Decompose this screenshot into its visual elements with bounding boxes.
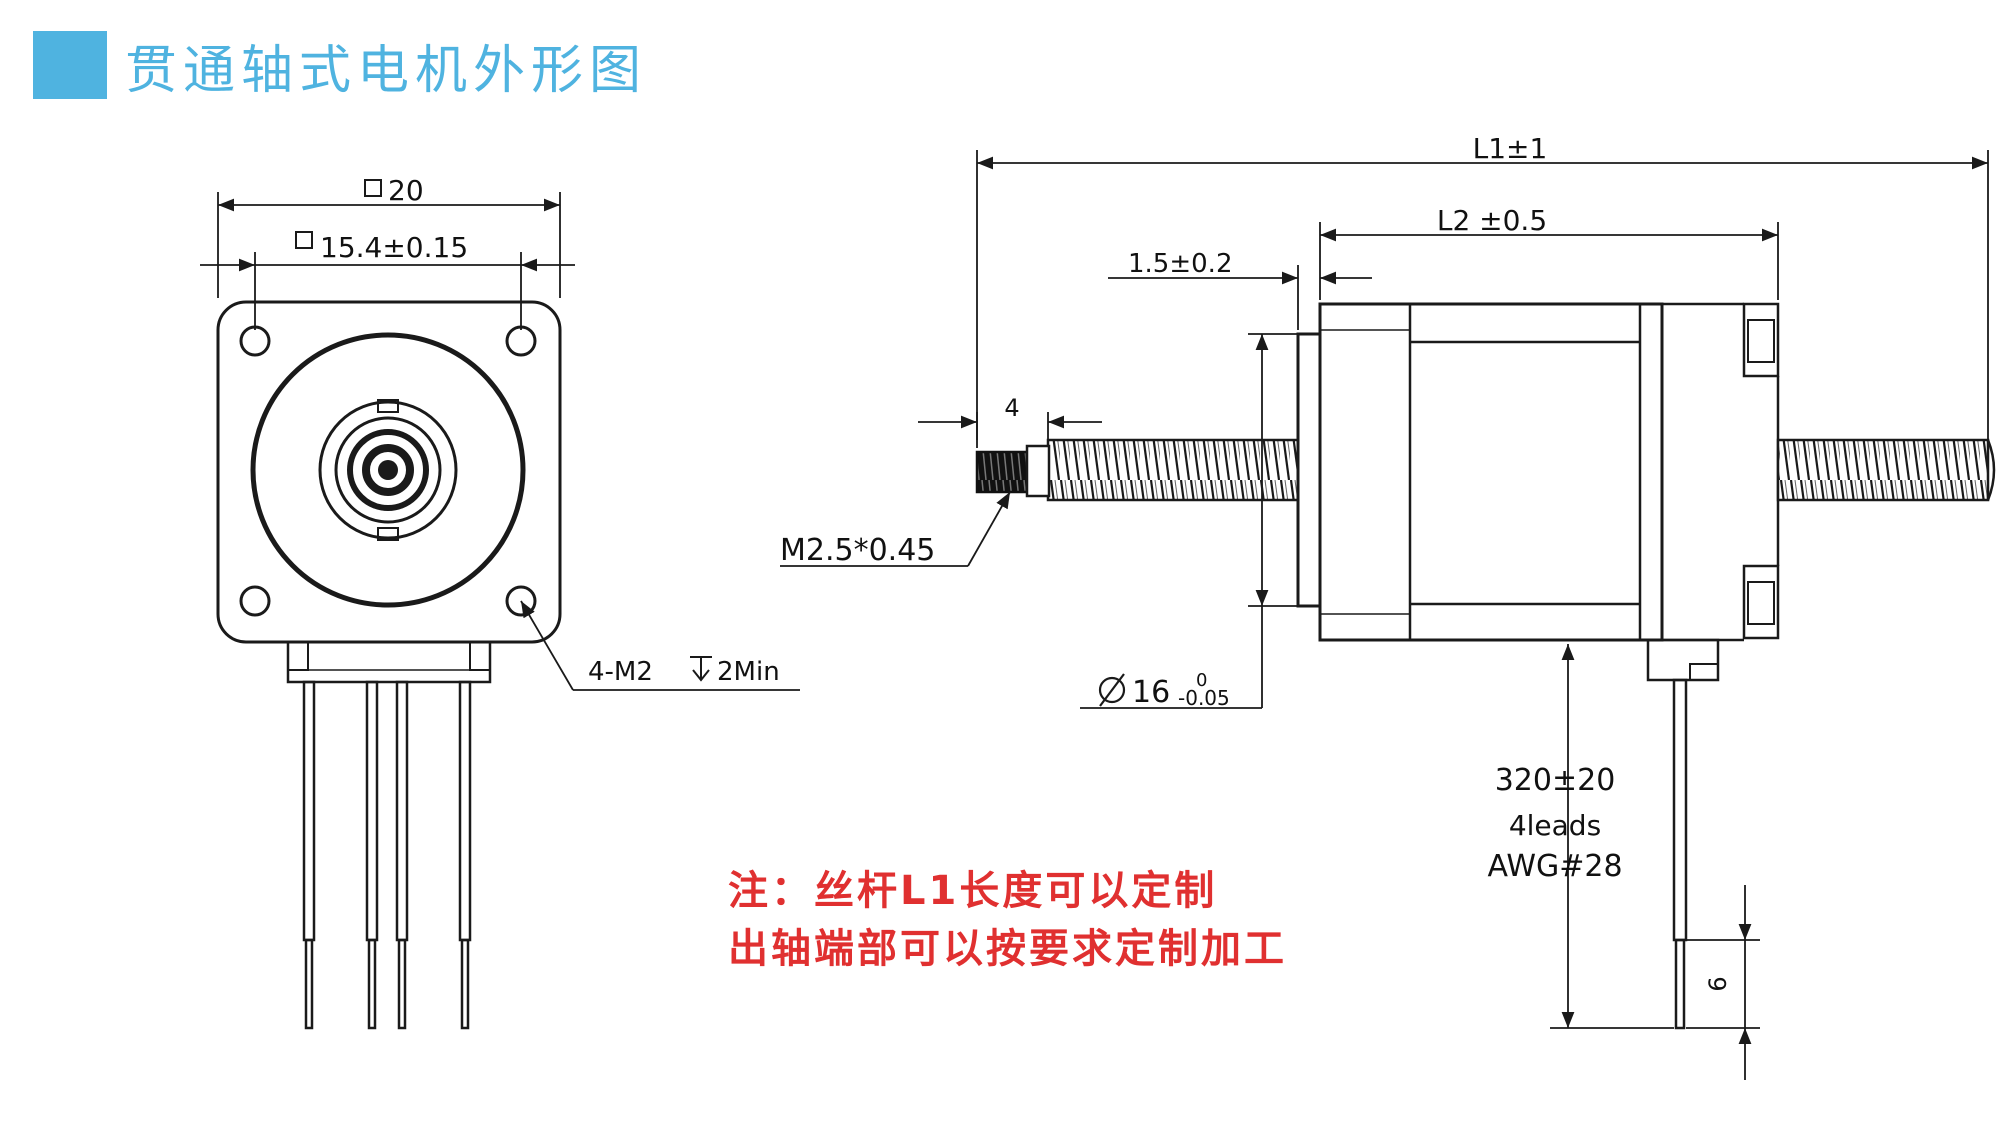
hub-ring-2	[347, 429, 429, 511]
front-leads	[302, 680, 472, 1030]
shaft-thread-left	[1046, 438, 1300, 502]
shaft-tip-thread	[975, 450, 1029, 494]
side-dimensions	[780, 150, 1989, 1080]
dim-strip-length: 6	[1704, 976, 1732, 991]
dim-hole-depth: 2Min	[717, 657, 780, 687]
square-symbol-2	[295, 231, 313, 249]
diameter-symbol-icon	[1098, 673, 1126, 707]
dim-mount-holes: 4-M2	[588, 657, 653, 687]
shaft-bore	[362, 444, 414, 496]
note-line-2: 出轴端部可以按要求定制加工	[728, 926, 1287, 972]
rear-screw-top	[1742, 302, 1780, 378]
wire-gauge: AWG#28	[1487, 849, 1622, 884]
mount-hole-tl	[239, 325, 271, 357]
dim-pilot-diameter: 16	[1132, 675, 1170, 710]
connector-block	[286, 640, 492, 684]
page-header: 贯通轴式电机外形图	[33, 30, 648, 101]
front-view	[216, 300, 562, 1030]
side-lead	[1672, 678, 1688, 942]
shaft-core	[378, 460, 398, 480]
motor-body-circle	[250, 332, 526, 608]
hub-outer	[318, 400, 458, 540]
dim-hole-spacing: 15.4±0.15	[320, 231, 468, 264]
depth-symbol-icon	[690, 656, 712, 682]
shaft-thread-right	[1776, 438, 1990, 502]
dim-total-length: L1±1	[1473, 132, 1548, 165]
side-view	[975, 302, 1996, 1030]
page-title: 贯通轴式电机外形图	[125, 40, 648, 101]
mount-hole-tr	[505, 325, 537, 357]
dim-outer-square: 20	[388, 174, 424, 207]
lead-count: 4leads	[1509, 809, 1601, 842]
dim-lead-length: 320±20	[1495, 763, 1616, 798]
dim-thread-spec: M2.5*0.45	[780, 533, 935, 568]
lead-connector	[1646, 638, 1720, 682]
dim-pilot-tol-upper: 0	[1196, 670, 1207, 691]
motor-body	[1318, 302, 1664, 642]
rear-screw-bottom	[1742, 564, 1780, 640]
front-dimensions	[200, 192, 800, 691]
pilot-boss	[1296, 332, 1322, 608]
note-line-1: 注：丝杆L1长度可以定制	[728, 868, 1218, 914]
dim-thread-length: 4	[1004, 394, 1019, 422]
square-symbol	[364, 179, 382, 197]
dim-pilot-tol-lower: -0.05	[1178, 686, 1230, 710]
mount-hole-bl	[239, 585, 271, 617]
dim-flange-thickness: 1.5±0.2	[1128, 249, 1232, 279]
title-accent-square	[33, 31, 107, 99]
dim-body-length: L2 ±0.5	[1437, 204, 1547, 237]
hub-ring	[334, 416, 442, 524]
